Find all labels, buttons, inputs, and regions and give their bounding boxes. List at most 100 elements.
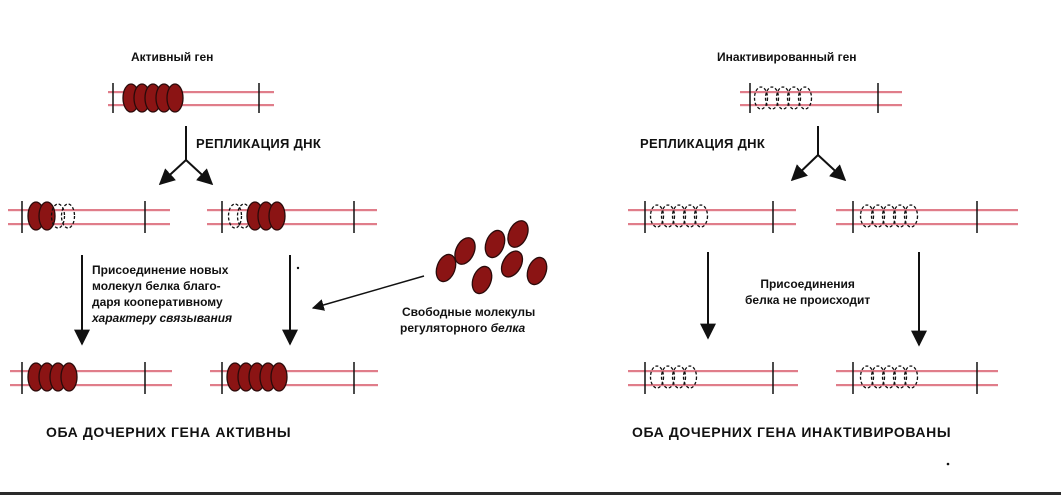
inactivated-gene-title: Инактивированный ген [717,50,857,64]
bound-protein [268,201,286,231]
dna-strand [740,91,902,94]
empty-binding-site [764,86,780,110]
free-protein [484,229,506,259]
bound-protein [60,362,78,392]
final-gene-inactive-a [628,362,798,394]
empty-binding-site [660,204,676,228]
binding-note-line: даря кооперативному [92,295,223,309]
empty-binding-site [660,365,676,389]
dna-strand [207,209,377,212]
no-binding-note-line: Присоединения [760,277,855,291]
free-protein-label-part: регуляторного [400,321,491,335]
bottom-border [0,492,1061,495]
dna-strand [8,223,170,226]
empty-binding-site [649,365,665,389]
fork-arrow [185,159,214,186]
empty-binding-site [870,204,886,228]
dna-strand [628,370,798,373]
empty-binding-site [786,86,802,110]
arrow-proteins-to-gene [311,275,425,311]
empty-binding-site [775,86,791,110]
empty-binding-site [682,204,698,228]
dna-strand [836,209,1018,212]
final-gene-inactive-b [836,362,998,394]
replication-fork-right [790,126,847,182]
empty-binding-site [50,203,66,229]
free-protein-label-part: белка [490,321,526,335]
empty-binding-site [881,365,897,389]
empty-binding-site [881,204,897,228]
daughter-gene-active-b [207,201,377,233]
empty-binding-site [693,204,709,228]
dna-strand [210,370,378,373]
fork-arrow [158,159,187,186]
dna-strand [207,223,377,226]
replication-label-left: РЕПЛИКАЦИЯ ДНК [196,136,322,151]
empty-binding-site [753,86,769,110]
daughter-gene-inactive-b [836,201,1018,233]
dna-strand [836,223,1018,226]
free-protein [471,265,493,295]
empty-binding-site [671,204,687,228]
dna-strand [8,209,170,212]
replication-fork-left [158,126,214,186]
dna-strand [628,209,796,212]
ink-dot [946,462,950,466]
empty-binding-site [649,204,665,228]
daughter-gene-active-a [8,201,170,233]
bound-protein-cluster [122,83,184,113]
empty-binding-site [682,365,698,389]
conclusion-active: ОБА ДОЧЕРНИХ ГЕНА АКТИВНЫ [46,424,292,440]
binding-note-line: Присоединение новых [92,263,229,277]
binding-note-line: характеру связывания [92,311,233,325]
empty-binding-site [671,365,687,389]
replication-label-right: РЕПЛИКАЦИЯ ДНК [640,136,766,151]
dna-strand [836,384,998,387]
dna-strand [108,104,274,107]
free-protein-label: Свободные молекулы регуляторного белка [400,304,535,336]
conclusion-inactivated: ОБА ДОЧЕРНИХ ГЕНА ИНАКТИВИРОВАНЫ [632,424,952,440]
fork-arrow [817,154,847,182]
dna-strand [628,223,796,226]
bound-protein [270,362,288,392]
binding-note: Присоединение новых молекул белка благо-… [92,262,232,326]
dna-strand [108,91,274,94]
empty-binding-site [892,204,908,228]
free-protein-label-line: Свободные молекулы [402,305,536,319]
dna-strand [836,370,998,373]
dna-strand [10,384,172,387]
empty-binding-site [227,203,243,229]
dna-strand [740,104,902,107]
daughter-gene-inactive-a [628,201,796,233]
final-gene-active-a [10,362,172,394]
final-gene-active-b [210,362,378,394]
empty-binding-site [903,204,919,228]
empty-binding-site [60,203,76,229]
empty-binding-site [903,365,919,389]
free-protein-label-line: регуляторного белка [400,320,535,336]
free-protein [454,237,476,265]
fork-arrow [790,154,819,182]
dna-strand [628,384,798,387]
binding-note-line: молекул белка благо- [92,279,221,293]
empty-binding-site [892,365,908,389]
empty-binding-site [870,365,886,389]
free-protein [435,253,457,283]
no-binding-note-line: белка не происходит [745,293,871,307]
free-protein [507,220,529,248]
free-regulatory-proteins [435,220,548,295]
dna-strand [10,370,172,373]
no-binding-note: Присоединения белка не происходит [745,276,870,308]
ink-dot [296,266,300,270]
parent-inactivated-gene [740,83,902,113]
empty-binding-site [859,204,875,228]
parent-active-gene [108,83,274,113]
free-protein [500,250,524,278]
bound-protein [38,201,56,231]
empty-binding-site [797,86,813,110]
empty-binding-site [859,365,875,389]
bound-protein [166,83,184,113]
dna-strand [210,384,378,387]
free-protein [526,256,548,286]
